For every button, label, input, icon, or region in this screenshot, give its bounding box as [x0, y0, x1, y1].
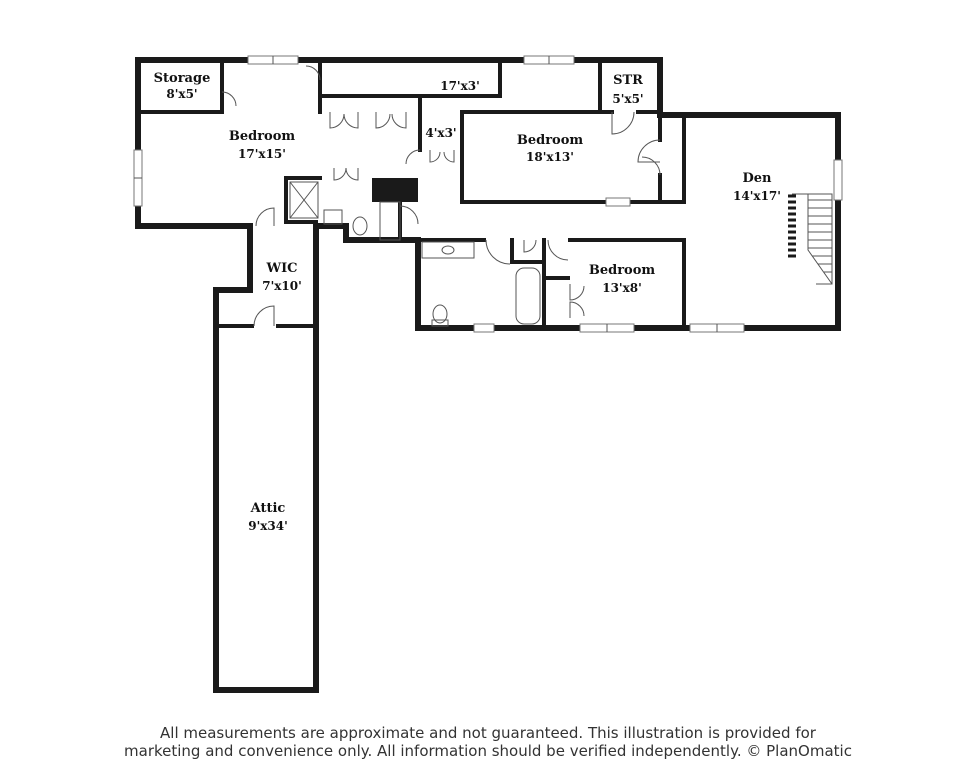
floor-plan: Storage 8'x5' Bedroom 17'x15' 17'x3' 4'x… [133, 55, 843, 693]
chimney-block [372, 178, 418, 202]
attic-name: Attic [250, 501, 286, 516]
attic-dim: 9'x34' [248, 519, 288, 533]
fixtures [289, 181, 541, 327]
disclaimer: All measurements are approximate and not… [0, 724, 976, 760]
interior-walls [136, 58, 686, 330]
str-dim: 5'x5' [612, 92, 643, 106]
str-name: STR [613, 73, 643, 88]
storage-dim: 8'x5' [166, 87, 197, 101]
bedroom1-dim: 17'x15' [238, 147, 286, 161]
bedroom2-dim: 18'x13' [526, 150, 574, 164]
closet4-dim: 4'x3' [425, 126, 456, 140]
den-dim: 14'x17' [733, 189, 781, 203]
disclaimer-line-1: All measurements are approximate and not… [160, 724, 816, 742]
doors [221, 65, 661, 327]
closet17-dim: 17'x3' [440, 79, 480, 93]
exterior-walls [135, 57, 841, 693]
disclaimer-line-2: marketing and convenience only. All info… [124, 742, 852, 760]
bedroom1-name: Bedroom [229, 129, 296, 144]
bedroom3-name: Bedroom [589, 263, 656, 278]
wic-dim: 7'x10' [262, 279, 302, 293]
bedroom3-dim: 13'x8' [602, 281, 642, 295]
bedroom2-name: Bedroom [517, 133, 584, 148]
stairs [788, 193, 833, 285]
windows [133, 55, 843, 333]
den-name: Den [743, 171, 773, 186]
wic-name: WIC [265, 261, 297, 276]
storage-name: Storage [154, 71, 211, 86]
room-labels: Storage 8'x5' Bedroom 17'x15' 17'x3' 4'x… [154, 71, 781, 533]
